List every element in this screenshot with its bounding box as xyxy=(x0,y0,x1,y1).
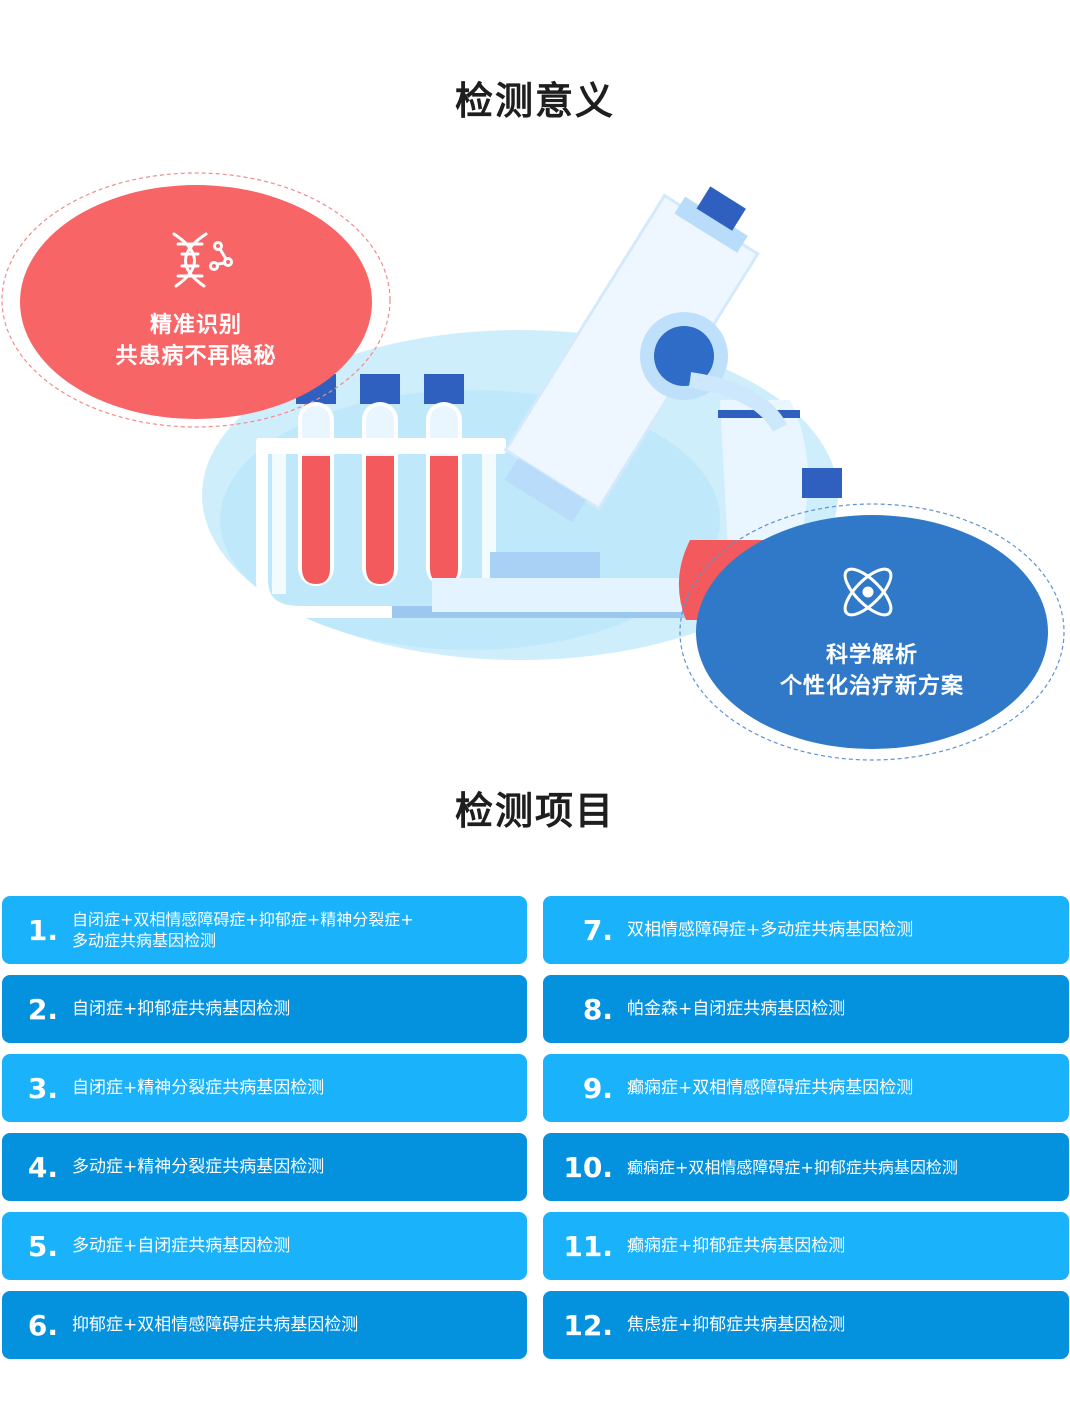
bubble-right-line1: 科学解析 xyxy=(825,643,918,668)
test-item-number: 3. xyxy=(27,1071,58,1105)
test-item-text: 多动症+精神分裂症共病基因检测 xyxy=(72,1157,325,1177)
test-item-text: 抑郁症+双相情感障碍症共病基因检测 xyxy=(72,1315,359,1335)
test-item-9: 9. 癫痫症+双相情感障碍症共病基因检测 xyxy=(543,1054,1069,1122)
test-item-12: 12. 焦虑症+抑郁症共病基因检测 xyxy=(543,1291,1069,1359)
dna-icon xyxy=(172,232,233,288)
test-tubes xyxy=(296,374,464,586)
title-underline xyxy=(512,129,560,133)
title-underline xyxy=(514,838,562,842)
test-item-3: 3. 自闭症+精神分裂症共病基因检测 xyxy=(2,1054,527,1122)
test-item-11: 11. 癫痫症+抑郁症共病基因检测 xyxy=(543,1212,1069,1280)
test-item-number: 1. xyxy=(27,913,58,947)
test-item-number: 2. xyxy=(27,992,58,1026)
bubble-left-line2: 共患病不再隐秘 xyxy=(115,344,277,369)
test-item-text: 焦虑症+抑郁症共病基因检测 xyxy=(627,1315,846,1335)
test-item-text: 自闭症+双相情感障碍症+抑郁症+精神分裂症+多动症共病基因检测 xyxy=(72,910,414,950)
test-item-number: 7. xyxy=(582,913,613,947)
test-item-number: 8. xyxy=(582,992,613,1026)
test-item-text: 多动症+自闭症共病基因检测 xyxy=(72,1236,291,1256)
test-item-6: 6. 抑郁症+双相情感障碍症共病基因检测 xyxy=(2,1291,527,1359)
test-item-text: 自闭症+抑郁症共病基因检测 xyxy=(72,999,291,1019)
test-item-text: 自闭症+精神分裂症共病基因检测 xyxy=(72,1078,325,1098)
test-item-text: 癫痫症+双相情感障碍症+抑郁症共病基因检测 xyxy=(627,1157,958,1177)
test-item-1: 1. 自闭症+双相情感障碍症+抑郁症+精神分裂症+多动症共病基因检测 xyxy=(2,896,527,964)
section-title-items: 检测项目 xyxy=(454,789,615,833)
test-item-number: 12. xyxy=(563,1308,613,1342)
test-item-number: 4. xyxy=(27,1150,58,1184)
test-item-number: 10. xyxy=(563,1150,613,1184)
bubble-right-line2: 个性化治疗新方案 xyxy=(779,674,964,699)
lab-illustration xyxy=(1,172,1065,761)
test-item-2: 2. 自闭症+抑郁症共病基因检测 xyxy=(2,975,527,1043)
atom-icon xyxy=(843,567,893,617)
test-item-4: 4. 多动症+精神分裂症共病基因检测 xyxy=(2,1133,527,1201)
test-item-number: 11. xyxy=(563,1229,613,1263)
test-item-text: 帕金森+自闭症共病基因检测 xyxy=(627,999,846,1019)
test-item-10: 10. 癫痫症+双相情感障碍症+抑郁症共病基因检测 xyxy=(543,1133,1069,1201)
section-title-significance: 检测意义 xyxy=(454,79,615,123)
test-item-text: 双相情感障碍症+多动症共病基因检测 xyxy=(627,920,914,940)
test-item-text: 癫痫症+抑郁症共病基因检测 xyxy=(627,1236,846,1256)
test-item-number: 5. xyxy=(27,1229,58,1263)
bubble-left-text: 精准识别 共患病不再隐秘 xyxy=(80,310,312,372)
test-item-number: 6. xyxy=(27,1308,58,1342)
test-item-8: 8. 帕金森+自闭症共病基因检测 xyxy=(543,975,1069,1043)
test-item-text: 癫痫症+双相情感障碍症共病基因检测 xyxy=(627,1078,914,1098)
test-item-number: 9. xyxy=(582,1071,613,1105)
test-item-5: 5. 多动症+自闭症共病基因检测 xyxy=(2,1212,527,1280)
test-item-7: 7. 双相情感障碍症+多动症共病基因检测 xyxy=(543,896,1069,964)
bubble-left-line1: 精准识别 xyxy=(149,313,242,338)
bubble-right-text: 科学解析 个性化治疗新方案 xyxy=(740,640,1004,702)
